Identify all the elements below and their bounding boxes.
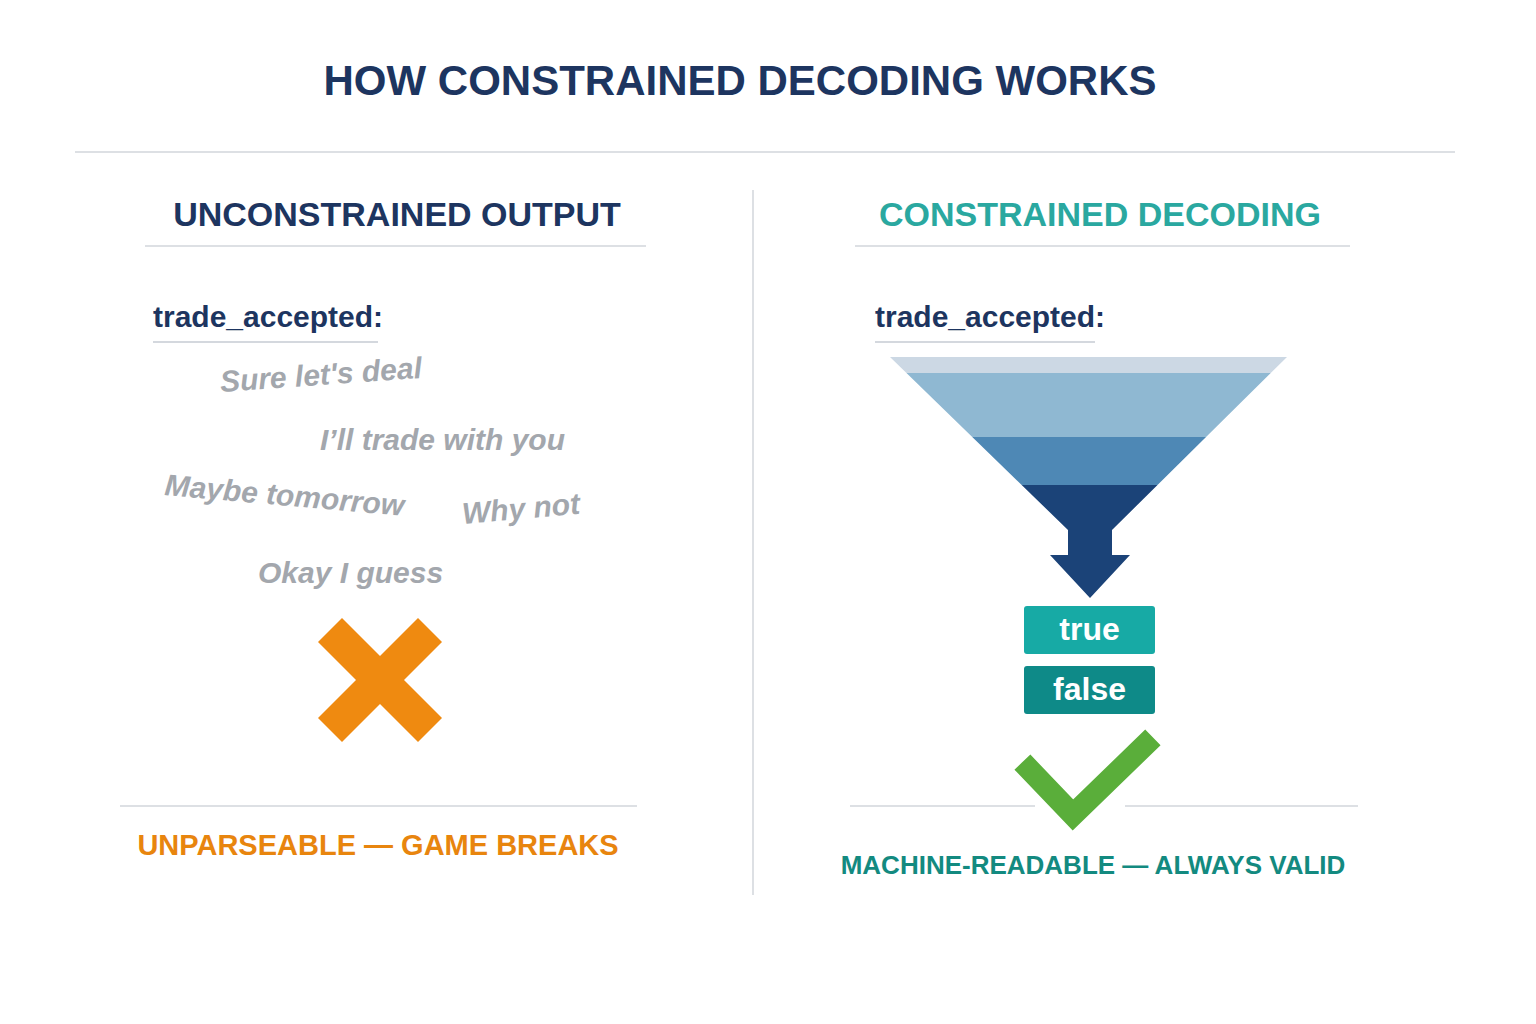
value-text: true bbox=[1059, 612, 1119, 647]
sample-reply: Okay I guess bbox=[258, 556, 443, 589]
sample-reply: Maybe tomorrow bbox=[164, 468, 406, 522]
footer-rule bbox=[1125, 805, 1358, 807]
field-underline bbox=[875, 341, 1095, 343]
column-heading: UNCONSTRAINED OUTPUT bbox=[173, 196, 621, 233]
heading-underline bbox=[145, 245, 646, 247]
footer-rule bbox=[850, 805, 1035, 807]
value-box: true bbox=[1024, 606, 1155, 654]
success-caption: MACHINE-READABLE — ALWAYS VALID bbox=[841, 851, 1346, 880]
field-name: trade_accepted: bbox=[875, 300, 1105, 333]
column-heading: CONSTRAINED DECODING bbox=[879, 196, 1321, 233]
funnel bbox=[880, 350, 1300, 605]
field-underline bbox=[153, 341, 378, 343]
diagram-title: HOW CONSTRAINED DECODING WORKS bbox=[324, 58, 1157, 104]
heading-underline bbox=[855, 245, 1350, 247]
sample-reply: I’ll trade with you bbox=[320, 423, 565, 456]
column-divider bbox=[752, 190, 754, 895]
failure-caption: UNPARSEABLE — GAME BREAKS bbox=[137, 830, 618, 862]
green-check bbox=[1030, 745, 1145, 815]
value-box: false bbox=[1024, 666, 1155, 714]
sample-reply: Why not bbox=[461, 487, 582, 530]
title-rule bbox=[75, 151, 1455, 153]
field-name: trade_accepted: bbox=[153, 300, 383, 333]
value-text: false bbox=[1053, 672, 1126, 707]
footer-rule bbox=[120, 805, 637, 807]
orange-cross bbox=[330, 630, 430, 730]
sample-reply: Sure let's deal bbox=[219, 351, 423, 398]
